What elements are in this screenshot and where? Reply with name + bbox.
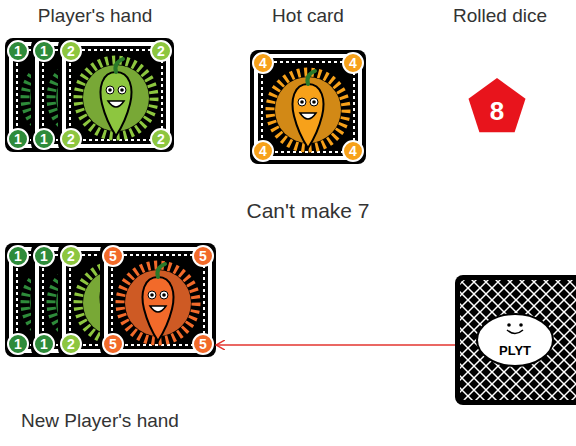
number-card: 11 [5, 243, 121, 357]
number-card: 2 2 2 2 [58, 38, 174, 152]
card-value: 2 [157, 132, 165, 146]
drawn-card: 5 5 5 5 [100, 243, 216, 357]
card-value: 2 [67, 132, 75, 146]
card-value: 1 [14, 132, 22, 146]
card-value: 5 [109, 337, 117, 351]
card-value: 5 [109, 249, 117, 263]
number-card: 11 [5, 38, 121, 152]
card-value: 2 [67, 44, 75, 58]
card-value: 1 [14, 44, 22, 58]
section-heading: Hot card [272, 5, 344, 28]
card-value: 4 [349, 144, 357, 158]
card-value: 1 [40, 132, 48, 146]
card-value: 5 [199, 337, 207, 351]
card-value: 1 [14, 249, 22, 263]
card-value: 1 [40, 249, 48, 263]
card-value: 2 [67, 249, 75, 263]
draw-arrow [216, 344, 455, 346]
section-heading: Player's hand [38, 5, 153, 28]
hot-card: 4 4 4 4 [250, 50, 366, 164]
card-value: 2 [67, 337, 75, 351]
rule-note: Can't make 7 [246, 198, 369, 223]
card-value: 1 [40, 44, 48, 58]
card-value: 4 [259, 56, 267, 70]
card-value: 2 [157, 44, 165, 58]
card-value: 1 [14, 337, 22, 351]
card-value: 5 [199, 249, 207, 263]
brand-logo: PLYT [499, 344, 531, 357]
card-value: 4 [259, 144, 267, 158]
card-value: 1 [40, 337, 48, 351]
number-card: 11 [31, 243, 147, 357]
number-card: 11 [31, 38, 147, 152]
die-value: 8 [490, 98, 504, 124]
rolled-die: 8 [467, 78, 527, 134]
card-value: 4 [349, 56, 357, 70]
draw-deck: PLYT [455, 275, 576, 405]
section-heading: Rolled dice [453, 5, 547, 28]
section-heading: New Player's hand [21, 410, 179, 433]
